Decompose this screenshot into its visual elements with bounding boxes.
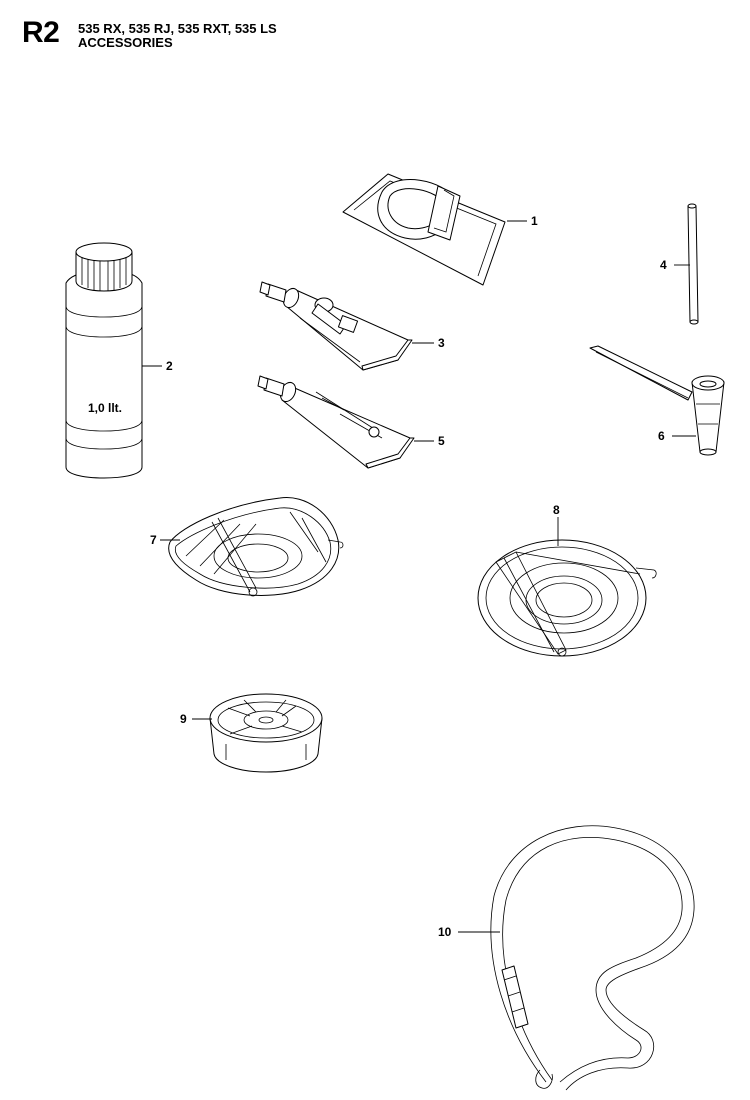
part-label-8: 8 xyxy=(553,503,560,517)
part-label-1: 1 xyxy=(531,214,538,228)
part-3-grease-tube[interactable] xyxy=(259,281,413,371)
bottle-volume-text: 1,0 llt. xyxy=(88,401,122,415)
part-6-wrench[interactable] xyxy=(589,345,725,456)
part-4-rod[interactable] xyxy=(687,203,699,325)
page-code: R2 xyxy=(22,16,60,49)
part-label-3: 3 xyxy=(438,336,445,350)
part-label-6: 6 xyxy=(658,429,665,443)
model-list: 535 RX, 535 RJ, 535 RXT, 535 LS xyxy=(78,21,277,36)
part-label-5: 5 xyxy=(438,434,445,448)
part-10-strap[interactable] xyxy=(490,825,695,1091)
part-label-9: 9 xyxy=(180,712,187,726)
part-label-4: 4 xyxy=(660,258,667,272)
part-label-7: 7 xyxy=(150,533,157,547)
part-label-2: 2 xyxy=(166,359,173,373)
part-2-oil-bottle[interactable]: 1,0 llt. xyxy=(65,242,143,479)
part-7-guard[interactable] xyxy=(168,497,344,597)
part-8-guard[interactable] xyxy=(477,539,657,657)
part-9-spool-cup[interactable] xyxy=(209,693,323,773)
part-1-holster[interactable] xyxy=(342,173,506,286)
part-5-grease-tube[interactable] xyxy=(257,375,415,469)
section-title: ACCESSORIES xyxy=(78,35,173,50)
page-header: R2 535 RX, 535 RJ, 535 RXT, 535 LS ACCES… xyxy=(0,0,750,60)
part-label-10: 10 xyxy=(438,925,452,939)
